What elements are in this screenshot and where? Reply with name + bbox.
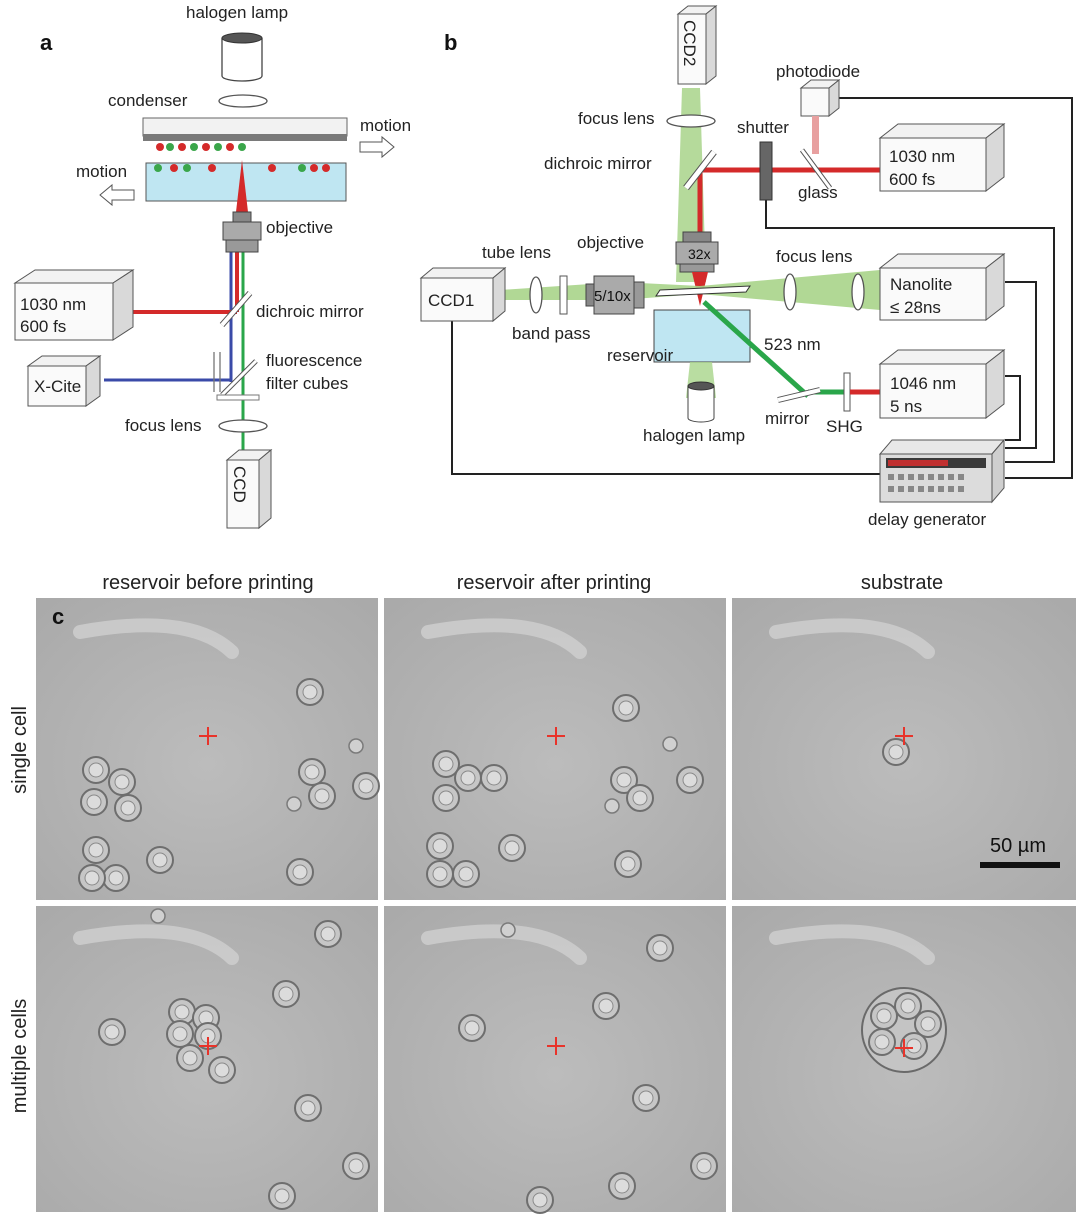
laser-label-a-2: 600 fs: [20, 317, 66, 336]
laser-box-a: [13, 269, 135, 341]
focus-lens-top-label: focus lens: [578, 109, 655, 128]
photodiode-label: photodiode: [776, 62, 860, 81]
nanolite-label-1: Nanolite: [890, 275, 952, 294]
micrograph-grid: [36, 598, 1076, 1212]
ccd-camera-a: [225, 448, 273, 530]
micrograph-r2c1: [36, 906, 378, 1212]
mirror-label-b: mirror: [765, 409, 810, 428]
halogen-lamp-label-b: halogen lamp: [643, 426, 745, 445]
nanolite-box: [878, 252, 1006, 322]
dichroic-mirror-label-b: dichroic mirror: [544, 154, 652, 173]
panel-letter-a: a: [40, 30, 53, 55]
photodiode: [799, 78, 841, 118]
row-title-2: multiple cells: [9, 999, 31, 1113]
column-title-2: reservoir after printing: [457, 572, 652, 594]
cells-reservoir-a: [154, 164, 330, 172]
panel-letter-b: b: [444, 30, 457, 55]
ccd2-camera: [676, 4, 718, 86]
motion-right-arrow: [359, 135, 395, 159]
objective-32x: [675, 231, 719, 273]
green-beam-diagonal: [702, 300, 810, 398]
xcite-label: X-Cite: [34, 377, 81, 396]
delay-generator: [878, 438, 1006, 504]
laser-b-1030-label-1: 1030 nm: [889, 147, 955, 166]
objective-a: [222, 211, 262, 253]
objective-5-10x: [585, 275, 645, 315]
focus-lens-a: [218, 419, 268, 433]
condenser-lens: [218, 94, 268, 108]
control-wires: [451, 97, 1073, 479]
panel-b: b CCD2 focus lens photodiode: [419, 4, 1073, 529]
band-pass-label: band pass: [512, 324, 590, 343]
ccd2-label: CCD2: [680, 20, 699, 66]
laser-b-1030-label-2: 600 fs: [889, 170, 935, 189]
shg-crystal: [843, 372, 851, 412]
scale-bar: [980, 862, 1060, 868]
focus-lens-top-b: [666, 114, 716, 128]
dichroic-mirror-label-a: dichroic mirror: [256, 302, 364, 321]
focused-beam-a: [236, 160, 248, 212]
photodiode-beam: [812, 116, 819, 154]
motion-left-arrow: [99, 183, 135, 207]
delay-generator-label: delay generator: [868, 510, 986, 529]
shg-label: SHG: [826, 417, 863, 436]
panel-a: a halogen lamp condenser motion: [13, 3, 411, 530]
tube-lens: [529, 276, 543, 314]
shutter-label: shutter: [737, 118, 789, 137]
row-title-1: single cell: [9, 706, 31, 794]
condenser-label: condenser: [108, 91, 188, 110]
objective-5-10x-label: 5/10x: [594, 288, 631, 305]
scale-bar-label: 50 µm: [990, 835, 1046, 857]
laser-box-b-1030: [878, 122, 1006, 193]
focus-lens-right-label: focus lens: [776, 247, 853, 266]
ccd1-camera: [419, 266, 507, 323]
laser-box-b-1046: [878, 348, 1006, 420]
focus-lens-right-2: [851, 273, 865, 311]
halogen-lamp-label-a: halogen lamp: [186, 3, 288, 22]
ccd1-label: CCD1: [428, 291, 474, 310]
wavelength-523-label: 523 nm: [764, 335, 821, 354]
shutter: [759, 141, 773, 201]
column-title-1: reservoir before printing: [102, 572, 313, 594]
objective-label-a: objective: [266, 218, 333, 237]
fluorescence-label-1: fluorescence: [266, 351, 362, 370]
micrograph-r2c2: [384, 906, 726, 1212]
xcite-box: [26, 355, 102, 407]
objective-32x-label: 32x: [688, 246, 711, 262]
substrate-coating: [143, 134, 347, 141]
panel-letter-c: c: [52, 604, 64, 629]
halogen-lamp-b: [687, 381, 715, 423]
substrate-slide-b: [655, 285, 751, 297]
focus-lens-label-a: focus lens: [125, 416, 202, 435]
panel-c: reservoir before printing reservoir afte…: [9, 572, 1076, 1214]
motion-left-label: motion: [76, 162, 127, 181]
band-pass-filter: [559, 275, 568, 315]
substrate-slide: [142, 117, 348, 137]
ccd-label-a: CCD: [230, 466, 249, 503]
halogen-lamp-a: [221, 32, 263, 82]
reflection-arcs: [73, 618, 935, 965]
fluorescence-filter-cube: [213, 352, 260, 401]
fluorescence-label-2: filter cubes: [266, 374, 348, 393]
focus-lens-right-1: [783, 273, 797, 311]
column-title-3: substrate: [861, 572, 943, 594]
reservoir-label-b: reservoir: [607, 346, 673, 365]
printed-cells-substrate: [156, 143, 246, 151]
cells-r2c3: [861, 987, 947, 1073]
laser-b-1046-label-1: 1046 nm: [890, 374, 956, 393]
nanolite-label-2: ≤ 28ns: [890, 298, 941, 317]
glass-label: glass: [798, 183, 838, 202]
tube-lens-label: tube lens: [482, 243, 551, 262]
reservoir-b: [653, 309, 751, 363]
laser-label-a-1: 1030 nm: [20, 295, 86, 314]
motion-right-label: motion: [360, 116, 411, 135]
laser-b-1046-label-2: 5 ns: [890, 397, 922, 416]
objective-label-b: objective: [577, 233, 644, 252]
